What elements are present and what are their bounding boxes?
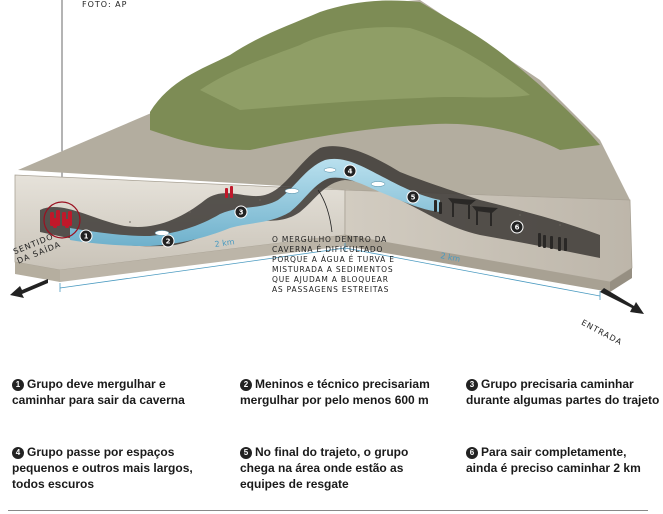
cave-diagram: 1 2 3 4 5 6 2 km 2 km	[10, 0, 644, 314]
boys-group	[50, 210, 72, 228]
marker-1: 1	[79, 229, 93, 243]
svg-text:4: 4	[348, 168, 353, 176]
red-figures-mid	[225, 186, 233, 198]
marker-3: 3	[234, 205, 248, 219]
svg-text:3: 3	[239, 209, 244, 217]
legend-text-4: Grupo passe por espaços pequenos e outro…	[12, 445, 193, 491]
svg-text:1: 1	[84, 233, 89, 241]
marker-2: 2	[161, 234, 175, 248]
legend-text-5: No final do trajeto, o grupo chega na ár…	[240, 445, 409, 491]
svg-text:2: 2	[166, 238, 171, 246]
route-markers: 1 2 3 4 5 6	[79, 164, 524, 248]
legend-num-1: 1	[12, 379, 24, 391]
legend-num-2: 2	[240, 379, 252, 391]
marker-6: 6	[510, 220, 524, 234]
legend-num-4: 4	[12, 447, 24, 459]
water-callout: O MERGULHO DENTRO DA CAVERNA É DIFICULTA…	[272, 235, 395, 294]
legend-num-6: 6	[466, 447, 478, 459]
exit-arrow-icon	[10, 279, 48, 298]
callout-leader	[317, 189, 333, 233]
legend-num-5: 5	[240, 447, 252, 459]
distance-left-label: 2 km	[214, 237, 235, 249]
marker-4: 4	[343, 164, 357, 178]
marker-5: 5	[406, 190, 420, 204]
bottom-rule	[8, 510, 648, 511]
rock-base-end	[610, 268, 632, 292]
rock-base-mid	[60, 235, 345, 282]
distance-lines	[59, 243, 601, 300]
legend-text-2: Meninos e técnico precisariam mergulhar …	[240, 377, 430, 407]
rescue-camp	[434, 198, 498, 226]
svg-text:6: 6	[515, 224, 520, 232]
cave-water	[70, 158, 440, 246]
legend-text-3: Grupo precisaria caminhar durante alguma…	[466, 377, 660, 407]
legend-text-1: Grupo deve mergulhar e caminhar para sai…	[12, 377, 185, 407]
forest-highlights	[200, 27, 530, 110]
rock-base	[15, 262, 60, 282]
exit-group	[538, 233, 567, 251]
start-highlight-ring	[43, 201, 81, 239]
cave-tunnel	[40, 146, 600, 258]
legend-text-6: Para sair completamente, ainda é preciso…	[466, 445, 641, 475]
photo-credit: FOTO: AP	[82, 0, 128, 9]
diver-icons	[154, 167, 386, 236]
rock-base-right	[345, 235, 610, 292]
legend-num-3: 3	[466, 379, 478, 391]
distance-right-label: 2 km	[440, 251, 462, 264]
svg-text:5: 5	[411, 194, 416, 202]
entrance-arrow-icon	[600, 288, 644, 314]
